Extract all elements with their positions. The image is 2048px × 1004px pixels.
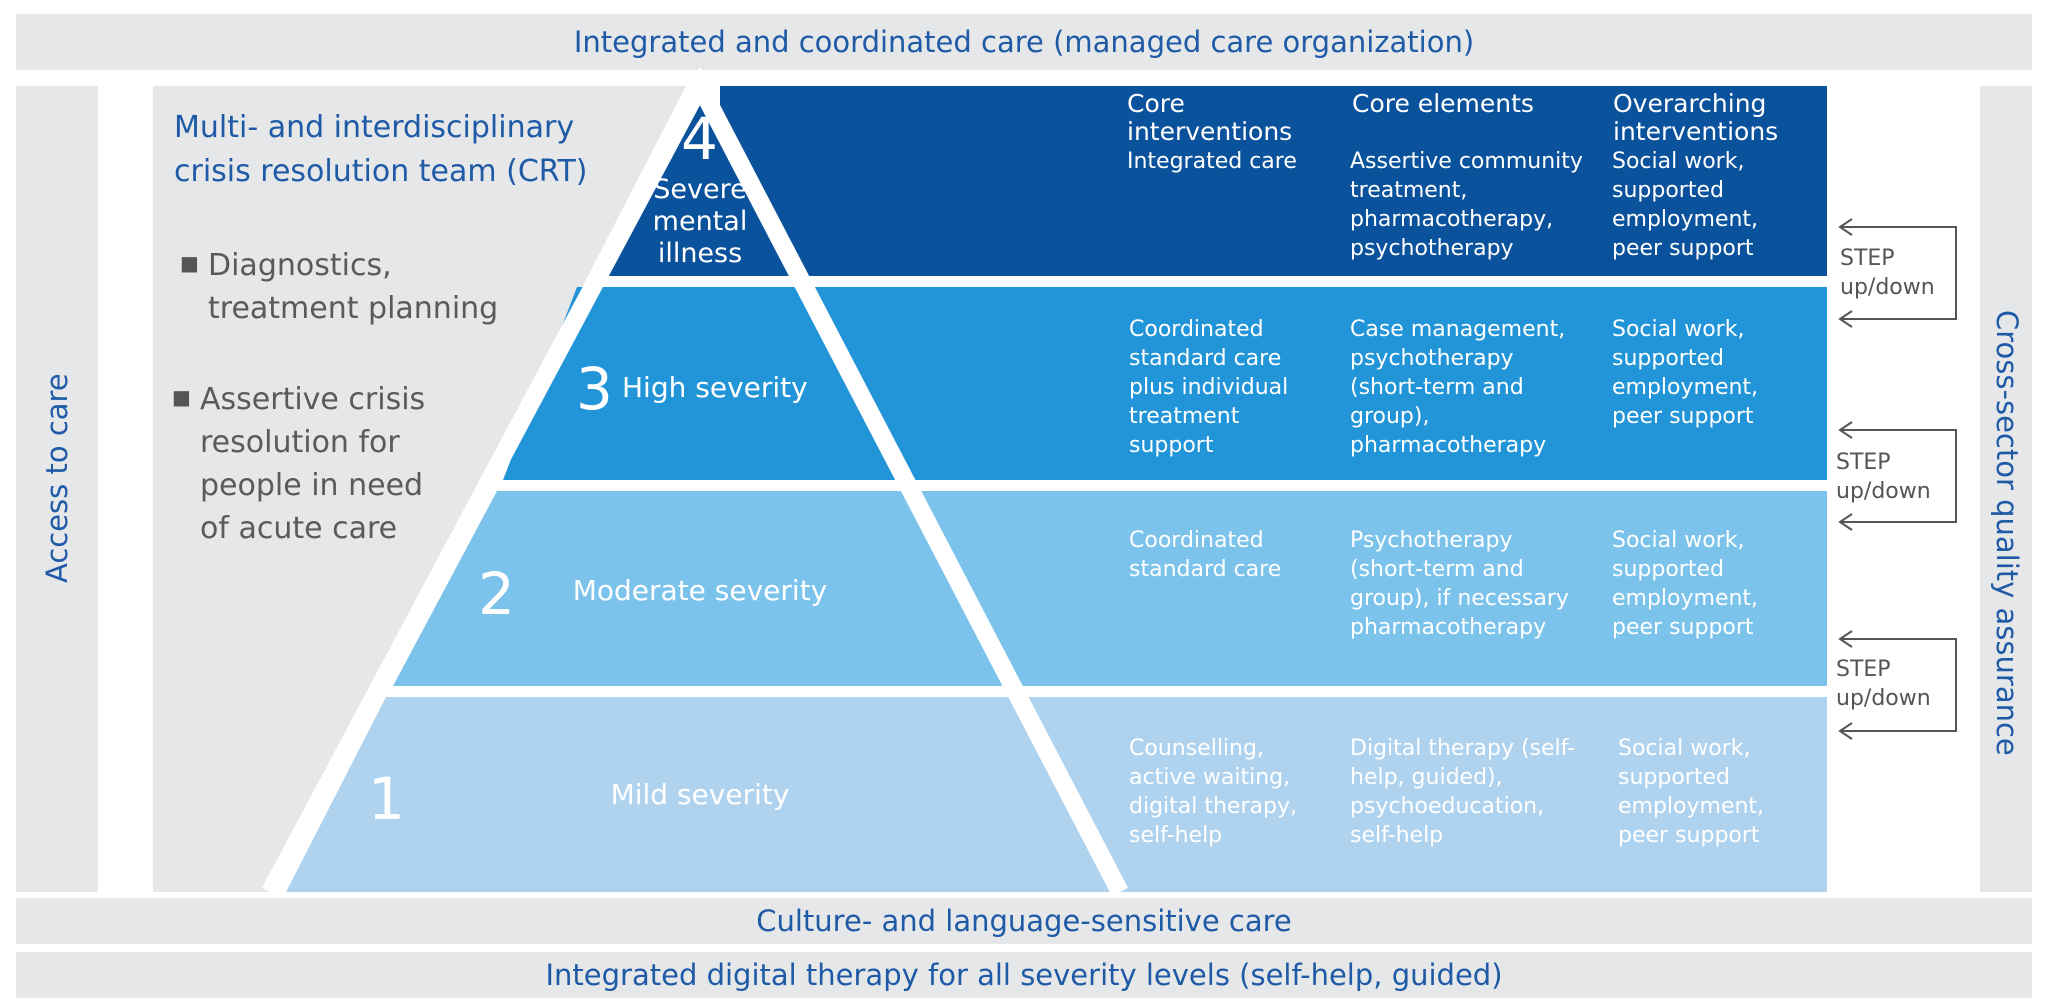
level-3-row [800,287,1827,480]
right-side-column [1980,86,2032,892]
step-label-4-3: STEP up/down [1840,244,1935,302]
header-overarching: Overarching interventions [1613,89,1779,146]
step-arrow-3-2 [1838,421,1957,531]
crt-item-acute: ■ Assertive crisis resolution for people… [172,378,460,550]
level-4-overarching: Social work, supported employment, peer … [1612,149,1759,261]
step-label-line2: up/down [1836,479,1931,504]
header-core-elements: Core elements [1352,89,1534,118]
level-2-core-elements: Psychotherapy (short-term and group), if… [1350,528,1569,640]
level-1-label: Mild severity [610,778,790,811]
step-arrow-2-1 [1838,630,1957,740]
level-4-row [720,86,1827,276]
level-4-number: 4 [681,105,718,173]
level-3-overarching: Social work, supported employment, peer … [1612,317,1759,429]
step-label-line1: STEP [1836,657,1891,682]
bottom-bar-digital: Integrated digital therapy for all sever… [16,952,2032,998]
top-bar-label: Integrated and coordinated care (managed… [573,25,1475,59]
level-3-label: High severity [622,371,808,404]
level-3-core-interventions: Coordinated standard care plus individua… [1129,317,1289,458]
crt-title: Multi- and interdisciplinary crisis reso… [174,110,588,189]
level-2-number: 2 [478,560,515,628]
level-4-core-elements: Assertive community treatment, pharmacot… [1350,149,1583,261]
level-1-overarching: Social work, supported employment, peer … [1618,736,1765,848]
level-3-number: 3 [576,355,613,423]
crt-item-diagnostics-text: Diagnostics, treatment planning [208,248,499,326]
bottom-bar-culture: Culture- and language-sensitive care [16,898,2032,944]
step-label-2-1: STEP up/down [1836,655,1931,713]
level-2-pyramid-band [393,491,1000,686]
header-core-interventions: Core interventions [1127,89,1293,146]
level-1-core-elements: Digital therapy (self-help, guided), psy… [1350,736,1576,848]
crt-item-acute-text: Assertive crisis resolution for people i… [200,382,426,546]
level-4-pyramid-band [605,86,795,276]
step-label-3-2: STEP up/down [1836,448,1931,506]
bottom-bar-culture-label: Culture- and language-sensitive care [756,904,1292,938]
level-3-core-elements: Case management, psychotherapy (short-te… [1350,317,1566,458]
bullet-icon: ■ [172,385,191,409]
level-1-core-interventions: Counselling, active waiting, digital the… [1129,736,1297,848]
level-2-core-interventions: Coordinated standard care [1129,528,1282,582]
step-arrow-4-3 [1838,218,1957,328]
step-label-line1: STEP [1840,246,1895,271]
bottom-bar-digital-label: Integrated digital therapy for all sever… [545,958,1503,992]
level-3-pyramid-band [503,287,895,480]
level-4-core-interventions: Integrated care [1127,149,1297,174]
level-2-overarching: Social work, supported employment, peer … [1612,528,1759,640]
level-1-pyramid-band [286,697,1110,892]
top-bar: Integrated and coordinated care (managed… [16,14,2032,70]
step-label-line2: up/down [1836,686,1931,711]
step-label-line2: up/down [1840,275,1935,300]
level-4-label: Severe mental illness [652,174,748,269]
crt-panel [153,86,686,892]
left-side-column [16,86,98,892]
level-1-number: 1 [368,765,405,833]
pyramid-outline [262,66,1128,897]
level-2-row [885,491,1827,686]
step-label-line1: STEP [1836,450,1891,475]
bullet-icon: ■ [180,251,199,275]
crt-item-diagnostics: ■ Diagnostics, treatment planning [180,244,548,330]
level-2-label: Moderate severity [572,574,828,607]
